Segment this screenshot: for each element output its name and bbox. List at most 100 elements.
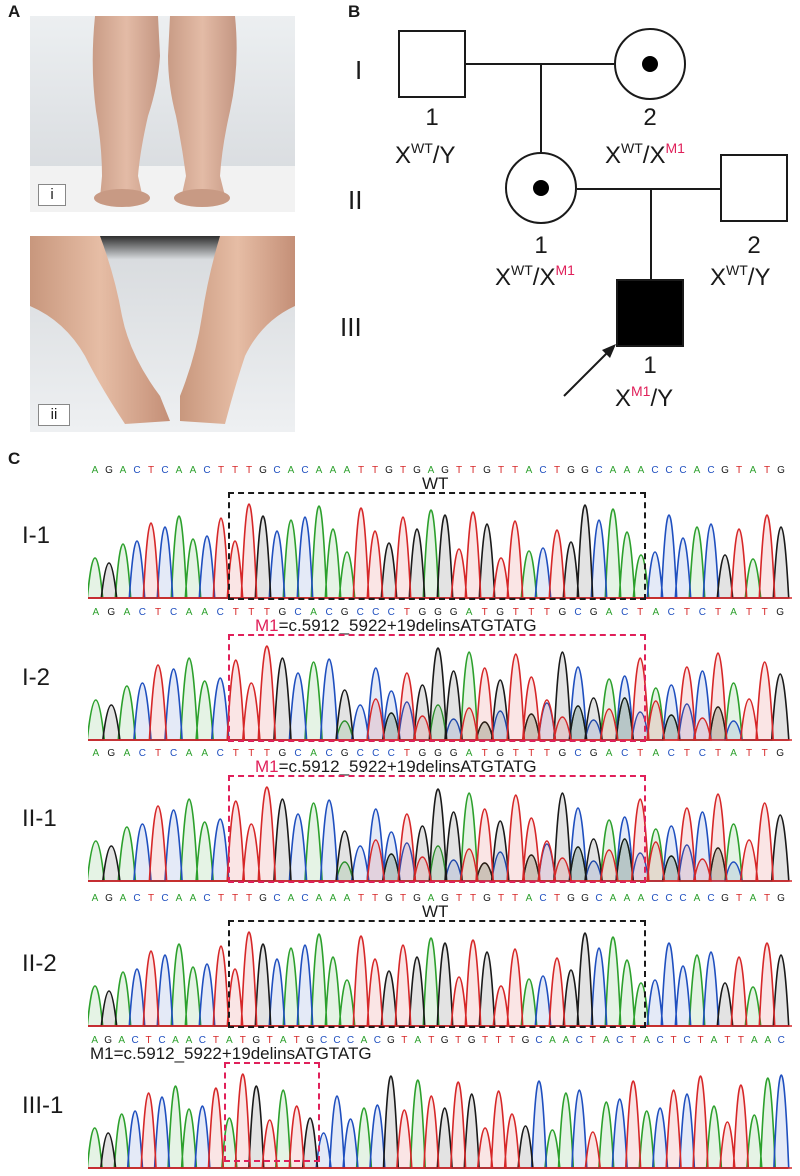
base-call: C (139, 607, 146, 618)
base-call: T (218, 893, 224, 904)
base-call: A (120, 893, 127, 904)
individual-II1-carrier-female (505, 152, 577, 224)
base-call: G (279, 748, 287, 759)
base-call: A (603, 1035, 610, 1046)
base-call: T (428, 1035, 434, 1046)
base-call: A (428, 893, 435, 904)
sample-label: III-1 (22, 1092, 64, 1119)
base-call: G (306, 1035, 314, 1046)
base-call: A (624, 893, 631, 904)
carrier-dot (642, 56, 658, 72)
base-call: A (120, 465, 127, 476)
base-call: T (684, 607, 690, 618)
base-call: T (240, 1035, 246, 1046)
base-call: A (526, 893, 533, 904)
variant-notation: M1=c.5912_5922+19delinsATGTATG (90, 1044, 372, 1063)
base-call: G (559, 607, 567, 618)
base-call: T (482, 1035, 488, 1046)
base-call: G (441, 465, 449, 476)
variant-caption: M1=c.5912_5922+19delinsATGTATG (90, 1044, 372, 1064)
trace-T (88, 786, 788, 882)
base-call: A (310, 607, 317, 618)
base-call: C (131, 1035, 138, 1046)
trace-A (88, 505, 788, 599)
base-call: A (186, 748, 193, 759)
base-call: T (246, 893, 252, 904)
chromatogram-trace (88, 1073, 792, 1169)
base-call: A (563, 1035, 570, 1046)
base-call: T (746, 607, 752, 618)
sample-label: II-1 (22, 805, 57, 832)
base-call: C (273, 465, 280, 476)
base-call: G (279, 607, 287, 618)
base-call: C (161, 465, 168, 476)
base-call: A (643, 1035, 650, 1046)
base-call: T (267, 1035, 273, 1046)
base-call: T (671, 1035, 677, 1046)
base-call: G (581, 465, 589, 476)
base-call: A (226, 1035, 233, 1046)
base-call: A (124, 748, 131, 759)
base-call: C (372, 748, 379, 759)
base-call: A (638, 465, 645, 476)
base-call: C (133, 465, 140, 476)
base-call: A (414, 1035, 421, 1046)
base-call: C (388, 607, 395, 618)
base-call: T (736, 465, 742, 476)
base-call: G (105, 465, 113, 476)
individual-I1-male (398, 30, 466, 98)
proband-arrow-icon (563, 344, 616, 397)
base-call: T (470, 465, 476, 476)
base-call: A (92, 465, 99, 476)
base-call: T (482, 748, 488, 759)
variant-notation: WT (422, 474, 449, 493)
base-call: G (387, 1035, 395, 1046)
sample-label: II-2 (22, 950, 57, 977)
base-call: A (280, 1035, 287, 1046)
base-call: G (105, 893, 113, 904)
base-call: C (621, 607, 628, 618)
base-call: C (170, 607, 177, 618)
base-call: T (455, 1035, 461, 1046)
base-call: C (333, 1035, 340, 1046)
base-call: A (750, 465, 757, 476)
base-call: T (544, 607, 550, 618)
base-call: A (466, 607, 473, 618)
base-call: G (107, 748, 115, 759)
descent-line-II (650, 189, 652, 279)
base-call: T (470, 893, 476, 904)
variant-caption: WT (422, 902, 448, 922)
base-call: T (738, 1035, 744, 1046)
base-call: T (248, 607, 254, 618)
mutation-region-box (228, 634, 646, 742)
base-call: T (233, 607, 239, 618)
genotype-II2: XWT/Y (710, 262, 771, 291)
base-call: T (404, 607, 410, 618)
base-call: C (699, 607, 706, 618)
base-call: C (199, 1035, 206, 1046)
base-call: C (170, 748, 177, 759)
base-call: T (554, 465, 560, 476)
base-call: T (146, 1035, 152, 1046)
base-call: C (357, 607, 364, 618)
base-call: G (107, 607, 115, 618)
base-call: A (361, 1035, 368, 1046)
genotype-I2: XWT/XM1 (605, 140, 685, 169)
base-call: G (483, 465, 491, 476)
base-call: A (310, 748, 317, 759)
base-call: A (428, 465, 435, 476)
base-call: A (652, 607, 659, 618)
trace-T (88, 931, 788, 1027)
base-call: A (750, 893, 757, 904)
base-call: G (434, 748, 442, 759)
base-call: T (294, 1035, 300, 1046)
base-call: T (498, 893, 504, 904)
base-call: C (372, 607, 379, 618)
base-call: A (730, 607, 737, 618)
base-call: A (91, 1035, 98, 1046)
marriage-line-II (577, 188, 720, 190)
base-call: G (413, 465, 421, 476)
base-call: C (699, 748, 706, 759)
base-call: C (301, 893, 308, 904)
